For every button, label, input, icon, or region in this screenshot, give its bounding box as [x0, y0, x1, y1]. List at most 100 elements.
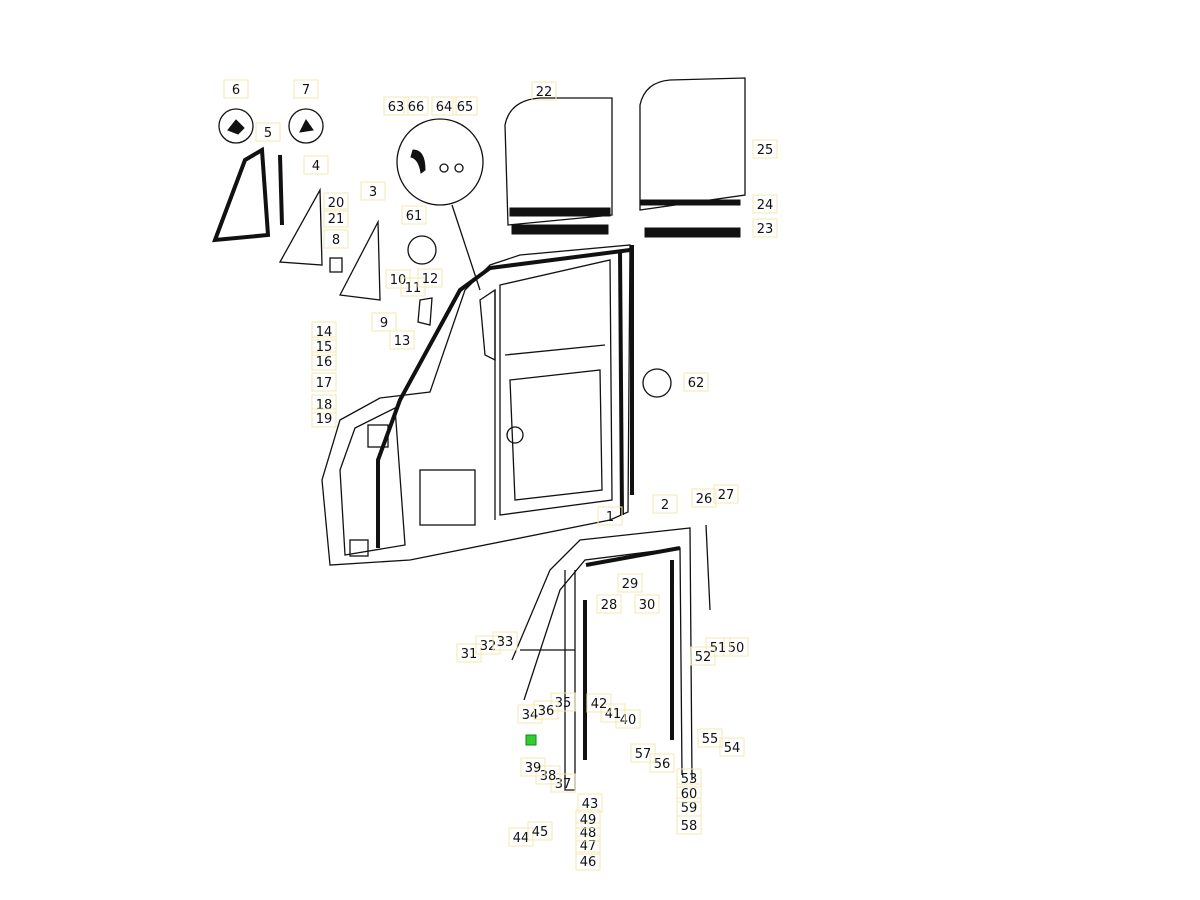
callout-43[interactable]: 43 — [582, 797, 599, 812]
callout-hotspot-50[interactable] — [723, 637, 749, 657]
callout-17[interactable]: 17 — [316, 376, 333, 391]
callout-hotspot-41[interactable] — [600, 703, 626, 723]
callout-20[interactable]: 20 — [328, 196, 345, 211]
callout-hotspot-56[interactable] — [649, 753, 675, 773]
callout-66[interactable]: 66 — [408, 100, 425, 115]
callout-hotspot-28[interactable] — [596, 594, 622, 614]
callout-31[interactable]: 31 — [461, 647, 478, 662]
callout-hotspot-25[interactable] — [752, 139, 778, 159]
callout-hotspot-63[interactable] — [383, 96, 409, 116]
callout-hotspot-52[interactable] — [690, 646, 716, 666]
callout-hotspot-34[interactable] — [517, 704, 543, 724]
callout-22[interactable]: 22 — [536, 85, 553, 100]
callout-hotspot-43[interactable] — [577, 793, 603, 813]
callout-7[interactable]: 7 — [302, 83, 310, 98]
callout-33[interactable]: 33 — [497, 635, 514, 650]
callout-2[interactable]: 2 — [661, 498, 669, 513]
callout-hotspot-5[interactable] — [255, 122, 281, 142]
callout-hotspot-60[interactable] — [676, 783, 702, 803]
callout-11[interactable]: 11 — [405, 281, 422, 296]
callout-59[interactable]: 59 — [681, 801, 698, 816]
callout-hotspot-35[interactable] — [550, 692, 576, 712]
callout-hotspot-42[interactable] — [586, 693, 612, 713]
callout-hotspot-38[interactable] — [535, 765, 561, 785]
callout-10[interactable]: 10 — [390, 273, 407, 288]
callout-hotspot-10[interactable] — [385, 269, 411, 289]
callout-28[interactable]: 28 — [601, 598, 618, 613]
callout-hotspot-15[interactable] — [311, 336, 337, 356]
callout-hotspot-29[interactable] — [617, 573, 643, 593]
callout-hotspot-40[interactable] — [615, 709, 641, 729]
callout-hotspot-7[interactable] — [293, 79, 319, 99]
callout-hotspot-44[interactable] — [508, 827, 534, 847]
callout-hotspot-21[interactable] — [323, 208, 349, 228]
callout-19[interactable]: 19 — [316, 412, 333, 427]
callout-35[interactable]: 35 — [555, 696, 572, 711]
callout-hotspot-45[interactable] — [527, 821, 553, 841]
callout-hotspot-26[interactable] — [691, 488, 717, 508]
callout-hotspot-30[interactable] — [634, 594, 660, 614]
callout-hotspot-36[interactable] — [533, 700, 559, 720]
callout-25[interactable]: 25 — [757, 143, 774, 158]
callout-48[interactable]: 48 — [580, 826, 597, 841]
callout-24[interactable]: 24 — [757, 198, 774, 213]
callout-hotspot-31[interactable] — [456, 643, 482, 663]
callout-hotspot-18[interactable] — [311, 394, 337, 414]
callout-hotspot-24[interactable] — [752, 194, 778, 214]
callout-hotspot-57[interactable] — [630, 743, 656, 763]
callout-58[interactable]: 58 — [681, 819, 698, 834]
callout-hotspot-61[interactable] — [401, 205, 427, 225]
callout-41[interactable]: 41 — [605, 707, 622, 722]
callout-47[interactable]: 47 — [580, 839, 597, 854]
callout-55[interactable]: 55 — [702, 732, 719, 747]
callout-13[interactable]: 13 — [394, 334, 411, 349]
callout-37[interactable]: 37 — [555, 777, 572, 792]
callout-hotspot-2[interactable] — [652, 494, 678, 514]
callout-hotspot-6[interactable] — [223, 79, 249, 99]
callout-26[interactable]: 26 — [696, 492, 713, 507]
callout-14[interactable]: 14 — [316, 325, 333, 340]
callout-5[interactable]: 5 — [264, 126, 272, 141]
callout-hotspot-53[interactable] — [676, 768, 702, 788]
callout-54[interactable]: 54 — [724, 741, 741, 756]
callout-hotspot-12[interactable] — [417, 268, 443, 288]
callout-hotspot-32[interactable] — [475, 635, 501, 655]
part-34-highlight[interactable] — [525, 734, 537, 746]
callout-hotspot-20[interactable] — [323, 192, 349, 212]
callout-hotspot-17[interactable] — [311, 372, 337, 392]
callout-30[interactable]: 30 — [639, 598, 656, 613]
callout-18[interactable]: 18 — [316, 398, 333, 413]
callout-64[interactable]: 64 — [436, 100, 453, 115]
callout-hotspot-47[interactable] — [575, 835, 601, 855]
callout-hotspot-23[interactable] — [752, 218, 778, 238]
callout-52[interactable]: 52 — [695, 650, 712, 665]
callout-hotspot-16[interactable] — [311, 351, 337, 371]
callout-hotspot-33[interactable] — [492, 631, 518, 651]
callout-62[interactable]: 62 — [688, 376, 705, 391]
callout-hotspot-65[interactable] — [452, 96, 478, 116]
callout-39[interactable]: 39 — [525, 761, 542, 776]
callout-hotspot-66[interactable] — [403, 96, 429, 116]
callout-23[interactable]: 23 — [757, 222, 774, 237]
callout-46[interactable]: 46 — [580, 855, 597, 870]
callout-53[interactable]: 53 — [681, 772, 698, 787]
callout-57[interactable]: 57 — [635, 747, 652, 762]
callout-12[interactable]: 12 — [422, 272, 439, 287]
callout-hotspot-8[interactable] — [323, 229, 349, 249]
callout-29[interactable]: 29 — [622, 577, 639, 592]
callout-32[interactable]: 32 — [480, 639, 497, 654]
callout-hotspot-46[interactable] — [575, 851, 601, 871]
callout-hotspot-37[interactable] — [550, 773, 576, 793]
callout-hotspot-49[interactable] — [575, 809, 601, 829]
callout-4[interactable]: 4 — [312, 159, 320, 174]
callout-15[interactable]: 15 — [316, 340, 333, 355]
callout-hotspot-22[interactable] — [531, 81, 557, 101]
callout-60[interactable]: 60 — [681, 787, 698, 802]
callout-3[interactable]: 3 — [369, 185, 377, 200]
callout-50[interactable]: 50 — [728, 641, 745, 656]
callout-21[interactable]: 21 — [328, 212, 345, 227]
callout-1[interactable]: 1 — [606, 510, 614, 525]
callout-40[interactable]: 40 — [620, 713, 637, 728]
callout-16[interactable]: 16 — [316, 355, 333, 370]
callout-51[interactable]: 51 — [710, 641, 727, 656]
